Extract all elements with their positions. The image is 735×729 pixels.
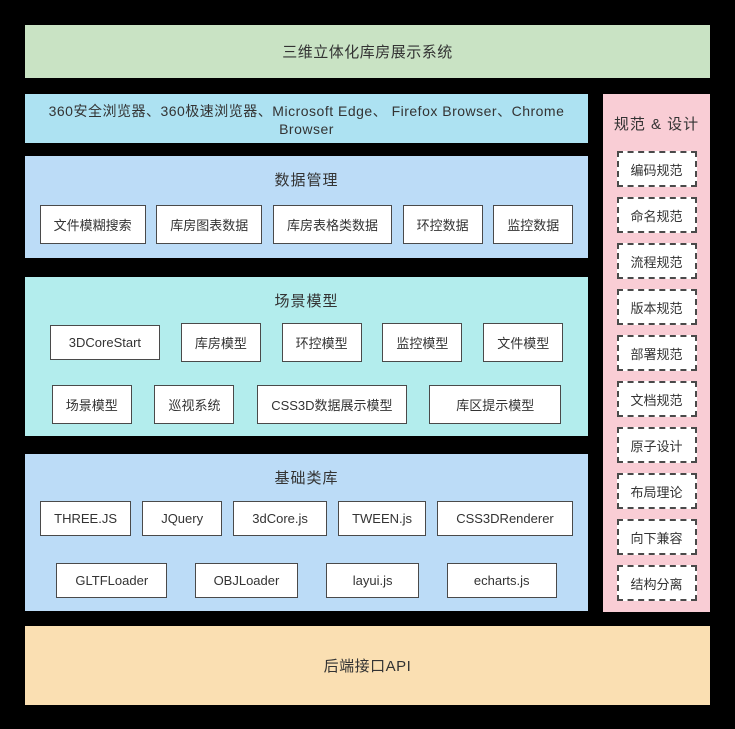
data-management-title: 数据管理	[274, 172, 339, 189]
node-gltfloader: GLTFLoader	[56, 562, 168, 598]
node-warehouse-model: 库房模型	[180, 322, 261, 362]
base-library-row-2: GLTFLoader OBJLoader layui.js echarts.js	[25, 550, 588, 612]
standards-panel-title: 规范 & 设计	[613, 116, 700, 133]
standard-node-structure-separation: 结构分离	[616, 565, 697, 601]
node-storage-area-hint-model: 库区提示模型	[429, 385, 562, 425]
standard-node-atomic-design: 原子设计	[616, 427, 697, 463]
scene-model-section: 场景模型 3DCoreStart 库房模型 环控模型 监控模型 文件模型 场景模…	[25, 277, 588, 436]
browser-list: 360安全浏览器、360极速浏览器、Microsoft Edge、 Firefo…	[48, 102, 565, 137]
node-env-control-data: 环控数据	[402, 204, 483, 244]
node-tweenjs: TWEEN.js	[338, 501, 427, 537]
backend-api-label: 后端接口API	[323, 658, 412, 675]
node-objloader: OBJLoader	[194, 562, 299, 598]
node-css3drenderer: CSS3DRenderer	[437, 501, 573, 537]
node-warehouse-table-data: 库房表格类数据	[272, 204, 392, 244]
browser-support-banner: 360安全浏览器、360极速浏览器、Microsoft Edge、 Firefo…	[25, 94, 588, 143]
node-jquery: JQuery	[142, 501, 223, 537]
standard-node-layout-theory: 布局理论	[616, 473, 697, 509]
standard-node-naming: 命名规范	[616, 197, 697, 233]
node-echartsjs: echarts.js	[446, 562, 557, 598]
node-3dcorejs: 3dCore.js	[233, 501, 327, 537]
data-management-row: 文件模糊搜索 库房图表数据 库房表格类数据 环控数据 监控数据	[25, 190, 588, 258]
node-css3d-data-display-model: CSS3D数据展示模型	[257, 385, 407, 425]
node-file-fuzzy-search: 文件模糊搜索	[39, 204, 146, 244]
system-title: 三维立体化库房展示系统	[282, 44, 453, 61]
scene-model-title: 场景模型	[274, 293, 339, 310]
standard-node-docs: 文档规范	[616, 381, 697, 417]
standard-node-backward-compat: 向下兼容	[616, 519, 697, 555]
node-monitoring-data: 监控数据	[493, 204, 574, 244]
base-library-row-1: THREE.JS JQuery 3dCore.js TWEEN.js CSS3D…	[25, 488, 588, 550]
node-3dcorestart: 3DCoreStart	[49, 324, 161, 360]
backend-api-banner: 后端接口API	[25, 626, 710, 705]
data-management-section: 数据管理 文件模糊搜索 库房图表数据 库房表格类数据 环控数据 监控数据	[25, 156, 588, 258]
node-warehouse-chart-data: 库房图表数据	[156, 204, 263, 244]
scene-model-row-2: 场景模型 巡视系统 CSS3D数据展示模型 库区提示模型	[25, 374, 588, 437]
node-monitoring-model: 监控模型	[382, 322, 463, 362]
system-title-banner: 三维立体化库房展示系统	[25, 25, 710, 78]
node-threejs: THREE.JS	[40, 501, 132, 537]
node-scene-model: 场景模型	[51, 385, 132, 425]
node-layuijs: layui.js	[325, 562, 420, 598]
node-patrol-system: 巡视系统	[154, 385, 235, 425]
base-library-section: 基础类库 THREE.JS JQuery 3dCore.js TWEEN.js …	[25, 454, 588, 611]
standard-node-deploy: 部署规范	[616, 335, 697, 371]
standard-node-version: 版本规范	[616, 289, 697, 325]
standards-design-panel: 规范 & 设计 编码规范 命名规范 流程规范 版本规范 部署规范 文档规范 原子…	[603, 94, 710, 612]
standard-node-process: 流程规范	[616, 243, 697, 279]
scene-model-row-1: 3DCoreStart 库房模型 环控模型 监控模型 文件模型	[25, 311, 588, 374]
base-library-title: 基础类库	[274, 470, 339, 487]
standard-node-coding: 编码规范	[616, 151, 697, 187]
node-env-control-model: 环控模型	[281, 322, 362, 362]
node-file-model: 文件模型	[483, 322, 564, 362]
